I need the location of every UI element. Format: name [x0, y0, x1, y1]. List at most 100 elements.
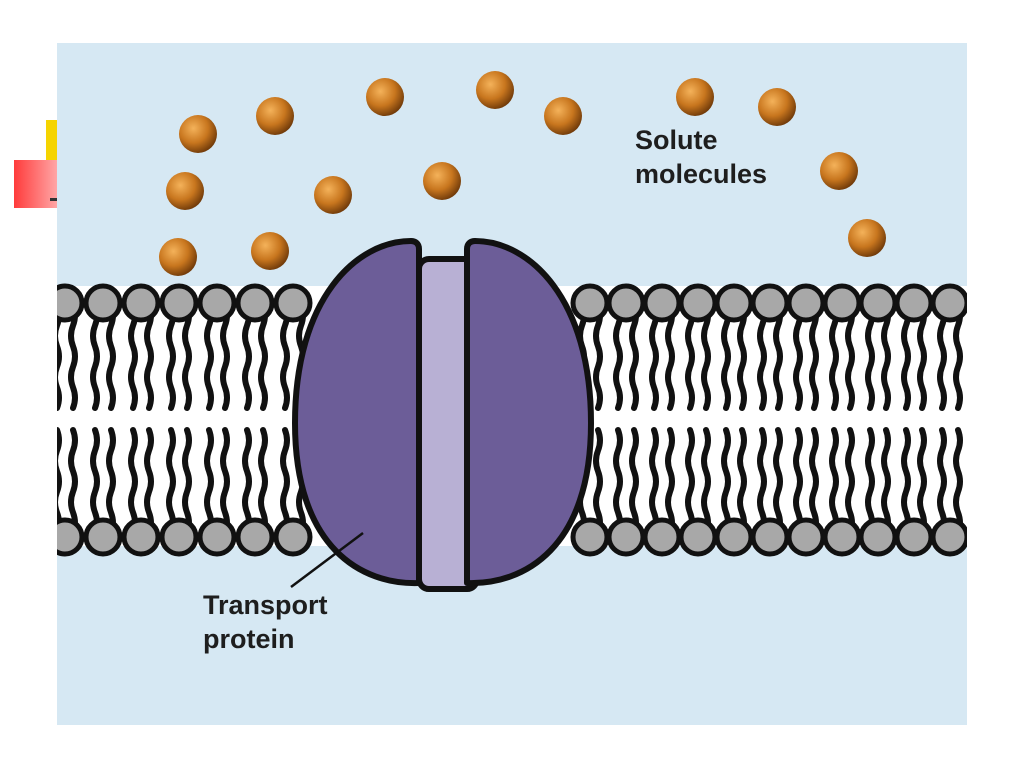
- lipid-tail: [685, 427, 695, 536]
- transport-label-line1: Transport: [203, 590, 328, 620]
- phospholipid-head: [786, 517, 826, 557]
- phospholipid-head: [930, 517, 967, 557]
- phospholipid-head: [822, 283, 862, 323]
- phospholipid-head: [273, 283, 313, 323]
- phospholipid-head: [678, 517, 718, 557]
- phospholipid-head: [159, 283, 199, 323]
- phospholipid-head: [642, 517, 682, 557]
- solute-molecule: [423, 162, 461, 200]
- phospholipid-heads: [57, 283, 967, 557]
- lipid-tail: [685, 302, 695, 411]
- phospholipid-head: [159, 517, 199, 557]
- lipid-tail: [649, 427, 659, 536]
- phospholipid-head: [121, 517, 161, 557]
- solute-molecule: [366, 78, 404, 116]
- slide-accent-yellow: [46, 120, 60, 168]
- protein-subunit-right: [464, 238, 594, 587]
- lipid-tail: [809, 302, 819, 411]
- phospholipid-head: [570, 517, 610, 557]
- lipid-tail: [280, 302, 290, 411]
- solute-label-line1: Solute: [635, 125, 718, 155]
- solute-label-line2: molecules: [635, 159, 768, 189]
- lipid-tail: [829, 427, 839, 536]
- lipid-tail: [793, 302, 803, 411]
- phospholipid-head: [606, 517, 646, 557]
- lipid-tail: [220, 302, 230, 411]
- lipid-tail: [865, 302, 875, 411]
- lipid-tail: [204, 302, 214, 411]
- solute-molecule: [476, 71, 514, 109]
- lipid-tail: [721, 302, 731, 411]
- lipid-tail: [90, 427, 100, 536]
- phospholipid-head: [642, 283, 682, 323]
- phospholipid-head: [197, 283, 237, 323]
- lipid-tail: [258, 302, 268, 411]
- phospholipid-head: [197, 517, 237, 557]
- transport-leader-line: [290, 532, 364, 588]
- phospholipid-head: [786, 283, 826, 323]
- lipid-tail: [701, 302, 711, 411]
- solute-molecule: [256, 97, 294, 135]
- lipid-tail: [721, 427, 731, 536]
- lipid-tail: [593, 427, 603, 536]
- membrane-svg: [57, 71, 967, 592]
- lipid-tail: [106, 302, 116, 411]
- lipid-tail: [204, 427, 214, 536]
- solute-molecule: [159, 238, 197, 276]
- lipid-tail: [57, 427, 62, 536]
- solute-molecule: [179, 115, 217, 153]
- lipid-tail: [128, 427, 138, 536]
- lipid-tail: [829, 302, 839, 411]
- lipid-tail: [865, 427, 875, 536]
- lipid-tail: [953, 302, 963, 411]
- lipid-tail: [757, 427, 767, 536]
- phospholipid-head: [894, 517, 934, 557]
- phospholipid-head: [750, 517, 790, 557]
- lipid-tail: [128, 302, 138, 411]
- solute-molecule: [758, 88, 796, 126]
- lipid-tail: [937, 302, 947, 411]
- lipid-tails: [57, 302, 963, 536]
- lipid-tail: [68, 427, 78, 536]
- phospholipid-head: [235, 283, 275, 323]
- phospholipid-head: [570, 283, 610, 323]
- phospholipid-head: [678, 283, 718, 323]
- phospholipid-head: [606, 283, 646, 323]
- lipid-tail: [629, 302, 639, 411]
- lipid-tail: [665, 302, 675, 411]
- lipid-tail: [182, 302, 192, 411]
- phospholipid-head: [822, 517, 862, 557]
- lipid-tail: [258, 427, 268, 536]
- phospholipid-head: [57, 517, 85, 557]
- lipid-tail: [593, 302, 603, 411]
- solute-molecule: [820, 152, 858, 190]
- lipid-tail: [793, 427, 803, 536]
- phospholipid-head: [714, 283, 754, 323]
- solute-molecules-label: Solute molecules: [635, 123, 767, 191]
- solute-molecule: [848, 219, 886, 257]
- lipid-tail: [613, 427, 623, 536]
- phospholipid-head: [894, 283, 934, 323]
- lipid-tail: [629, 427, 639, 536]
- protein-subunit-left: [292, 238, 422, 587]
- lipid-tail: [917, 302, 927, 411]
- lipid-tail: [649, 302, 659, 411]
- solute-molecules: [159, 71, 886, 276]
- lipid-tail: [220, 427, 230, 536]
- phospholipid-head: [858, 283, 898, 323]
- solute-molecule: [251, 232, 289, 270]
- lipid-tail: [901, 302, 911, 411]
- lipid-tail: [68, 302, 78, 411]
- lipid-tail: [665, 427, 675, 536]
- lipid-tail: [737, 427, 747, 536]
- lipid-tail: [953, 427, 963, 536]
- lipid-tail: [881, 302, 891, 411]
- phospholipid-head: [83, 517, 123, 557]
- lipid-tail: [242, 302, 252, 411]
- lipid-tail: [106, 427, 116, 536]
- membrane-diagram: Solute molecules Transport protein: [57, 43, 967, 725]
- phospholipid-head: [858, 517, 898, 557]
- lipid-tail: [280, 427, 290, 536]
- lipid-tail: [737, 302, 747, 411]
- lipid-tail: [773, 302, 783, 411]
